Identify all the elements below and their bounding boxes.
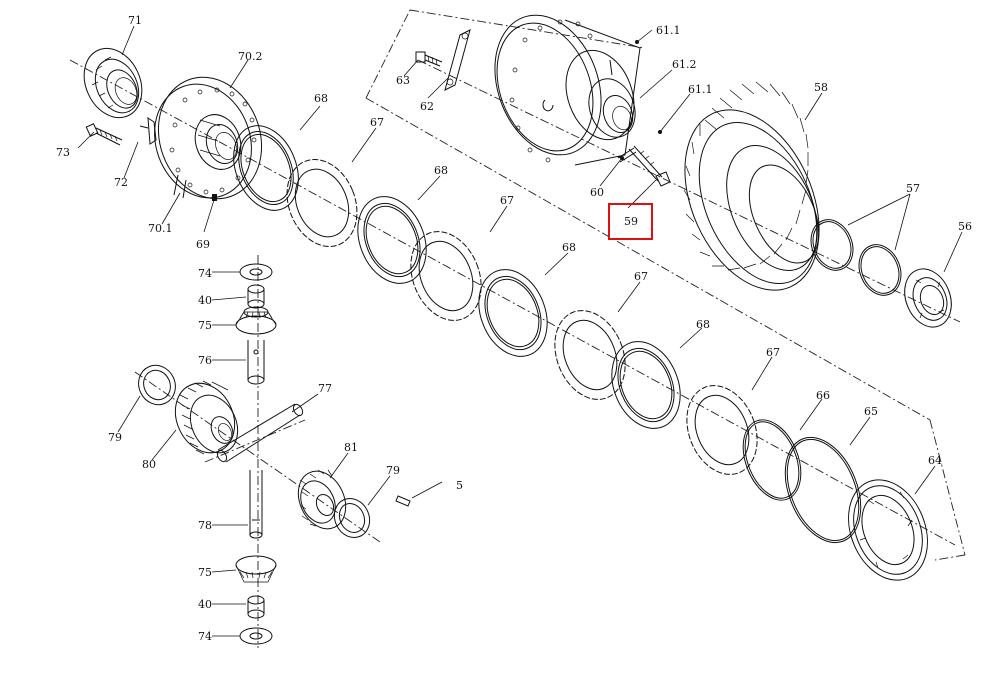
label-68-c: 68 <box>562 241 576 254</box>
thrust-washer-79-right <box>333 498 371 538</box>
ring-65 <box>784 436 862 544</box>
label-65: 65 <box>864 405 878 418</box>
highlight-box-59 <box>608 203 653 240</box>
assembly-boundary-frame <box>365 9 966 561</box>
axis-centerlines <box>69 59 961 648</box>
thrust-washer-79-left <box>138 364 176 406</box>
leader-lines <box>77 25 963 637</box>
label-40-bottom: 40 <box>198 598 212 611</box>
label-67-b: 67 <box>500 194 514 207</box>
label-58: 58 <box>814 81 828 94</box>
label-74-top: 74 <box>198 267 212 280</box>
label-67-c: 67 <box>634 270 648 283</box>
bolt-59 <box>628 145 671 187</box>
strap-62 <box>444 29 471 91</box>
label-40-top: 40 <box>198 294 212 307</box>
label-75-bottom: 75 <box>198 566 212 579</box>
label-5: 5 <box>456 479 463 492</box>
label-61-1-bottom: 61.1 <box>688 83 713 96</box>
bearing-56 <box>904 268 952 328</box>
steel-disc-67-b <box>410 231 482 321</box>
label-68-d: 68 <box>696 318 710 331</box>
label-72: 72 <box>114 176 128 189</box>
pinion-75-top <box>235 306 277 335</box>
label-67-a: 67 <box>370 116 384 129</box>
label-68-b: 68 <box>434 164 448 177</box>
bearing-71 <box>83 47 143 119</box>
pin-69 <box>212 194 217 201</box>
ring-66 <box>742 419 802 501</box>
label-81: 81 <box>344 441 358 454</box>
label-56: 56 <box>958 220 972 233</box>
label-79-right: 79 <box>386 464 400 477</box>
label-67-d: 67 <box>766 346 780 359</box>
flange-70-2 <box>154 76 263 200</box>
label-61-2: 61.2 <box>672 58 697 71</box>
friction-disc-68-b <box>357 196 427 284</box>
leader-dots <box>620 40 662 160</box>
label-60: 60 <box>590 186 604 199</box>
bearing-64 <box>848 479 928 581</box>
label-80: 80 <box>142 458 156 471</box>
label-68-a: 68 <box>314 92 328 105</box>
label-75-top: 75 <box>198 319 212 332</box>
side-gear-81 <box>297 469 347 530</box>
label-71: 71 <box>128 14 142 27</box>
friction-disc-68-d <box>611 341 681 429</box>
side-gear-80 <box>174 380 239 455</box>
shaft-76 <box>247 340 265 385</box>
pinion-75-bottom <box>235 555 277 583</box>
ring-gear-58 <box>683 81 820 291</box>
label-59: 59 <box>624 215 638 228</box>
steel-disc-67-d <box>686 385 758 475</box>
label-70-1: 70.1 <box>148 222 173 235</box>
steel-disc-67-c <box>554 310 626 400</box>
label-57: 57 <box>906 182 920 195</box>
label-69: 69 <box>196 238 210 251</box>
snap-ring-57-a <box>810 219 854 271</box>
screw-73 <box>85 123 123 146</box>
label-64: 64 <box>928 454 942 467</box>
label-78: 78 <box>198 519 212 532</box>
washer-74-top <box>239 263 273 281</box>
cross-shaft-77 <box>216 403 304 463</box>
bushing-40-bottom <box>247 595 265 619</box>
pin-5 <box>395 495 411 507</box>
label-66: 66 <box>816 389 830 402</box>
label-79-left: 79 <box>108 431 122 444</box>
friction-disc-68-c <box>478 269 548 357</box>
snap-ring-57-b <box>858 244 902 296</box>
label-63: 63 <box>396 74 410 87</box>
label-76: 76 <box>198 354 212 367</box>
friction-disc-68-a <box>233 125 299 211</box>
part-labels: 71 70.2 73 72 70.1 69 68 67 68 67 68 67 … <box>56 14 972 643</box>
bushing-40-top <box>247 284 265 309</box>
label-77: 77 <box>318 382 332 395</box>
washer-74-bottom <box>239 627 273 645</box>
label-74-bottom: 74 <box>198 630 212 643</box>
steel-disc-67-a <box>286 158 358 248</box>
label-70-2: 70.2 <box>238 50 263 63</box>
label-73: 73 <box>56 146 70 159</box>
bolt-63 <box>415 51 443 67</box>
washer-72 <box>139 117 157 145</box>
shaft-78 <box>249 470 263 539</box>
label-61-1-top: 61.1 <box>656 24 681 37</box>
label-62: 62 <box>420 100 434 113</box>
housing-61 <box>494 14 641 166</box>
